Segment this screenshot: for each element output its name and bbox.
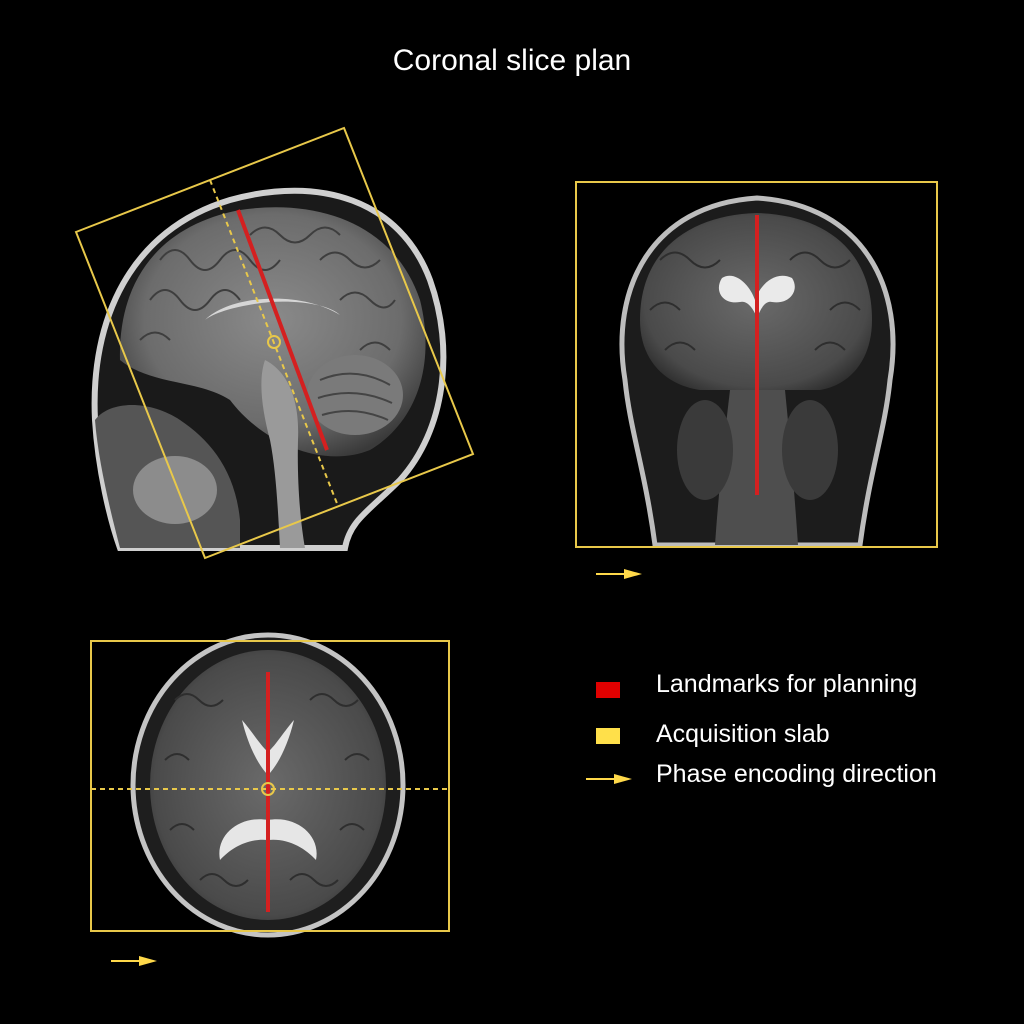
legend-item-landmarks: Landmarks for planning xyxy=(580,670,1000,714)
sagittal-center-marker xyxy=(267,335,281,349)
arrow-right-icon xyxy=(586,774,632,784)
axial-phase-arrow-icon xyxy=(111,956,157,966)
sagittal-slab-centerline xyxy=(209,179,339,507)
coronal-mri xyxy=(575,181,938,579)
legend-label-phase: Phase encoding direction xyxy=(656,760,937,788)
axial-center-marker xyxy=(261,782,275,796)
sagittal-brainstem xyxy=(261,360,305,548)
legend-label-slab: Acquisition slab xyxy=(656,720,830,748)
sagittal-corpus-callosum xyxy=(205,298,340,320)
page-title: Coronal slice plan xyxy=(392,44,632,77)
legend-item-phase: Phase encoding direction xyxy=(580,760,1000,800)
red-square-icon xyxy=(596,682,620,698)
sagittal-gyri xyxy=(139,226,396,351)
axial-acquisition-slab xyxy=(90,640,450,932)
coronal-phase-arrow-icon xyxy=(596,569,642,579)
legend-item-slab: Acquisition slab xyxy=(580,714,1000,760)
sagittal-acquisition-slab xyxy=(74,126,475,560)
legend: Landmarks for planning Acquisition slab … xyxy=(580,670,1000,800)
axial-gyri xyxy=(164,693,370,887)
yellow-square-icon xyxy=(596,728,620,744)
sagittal-tongue xyxy=(133,456,217,524)
legend-label-landmarks: Landmarks for planning xyxy=(656,670,918,698)
sagittal-landmark-line xyxy=(236,209,329,451)
axial-mri xyxy=(90,632,450,966)
coronal-acquisition-slab xyxy=(575,181,938,548)
coronal-gyri xyxy=(649,251,861,351)
sagittal-cerebellum xyxy=(307,355,403,435)
sagittal-mri xyxy=(74,126,475,560)
